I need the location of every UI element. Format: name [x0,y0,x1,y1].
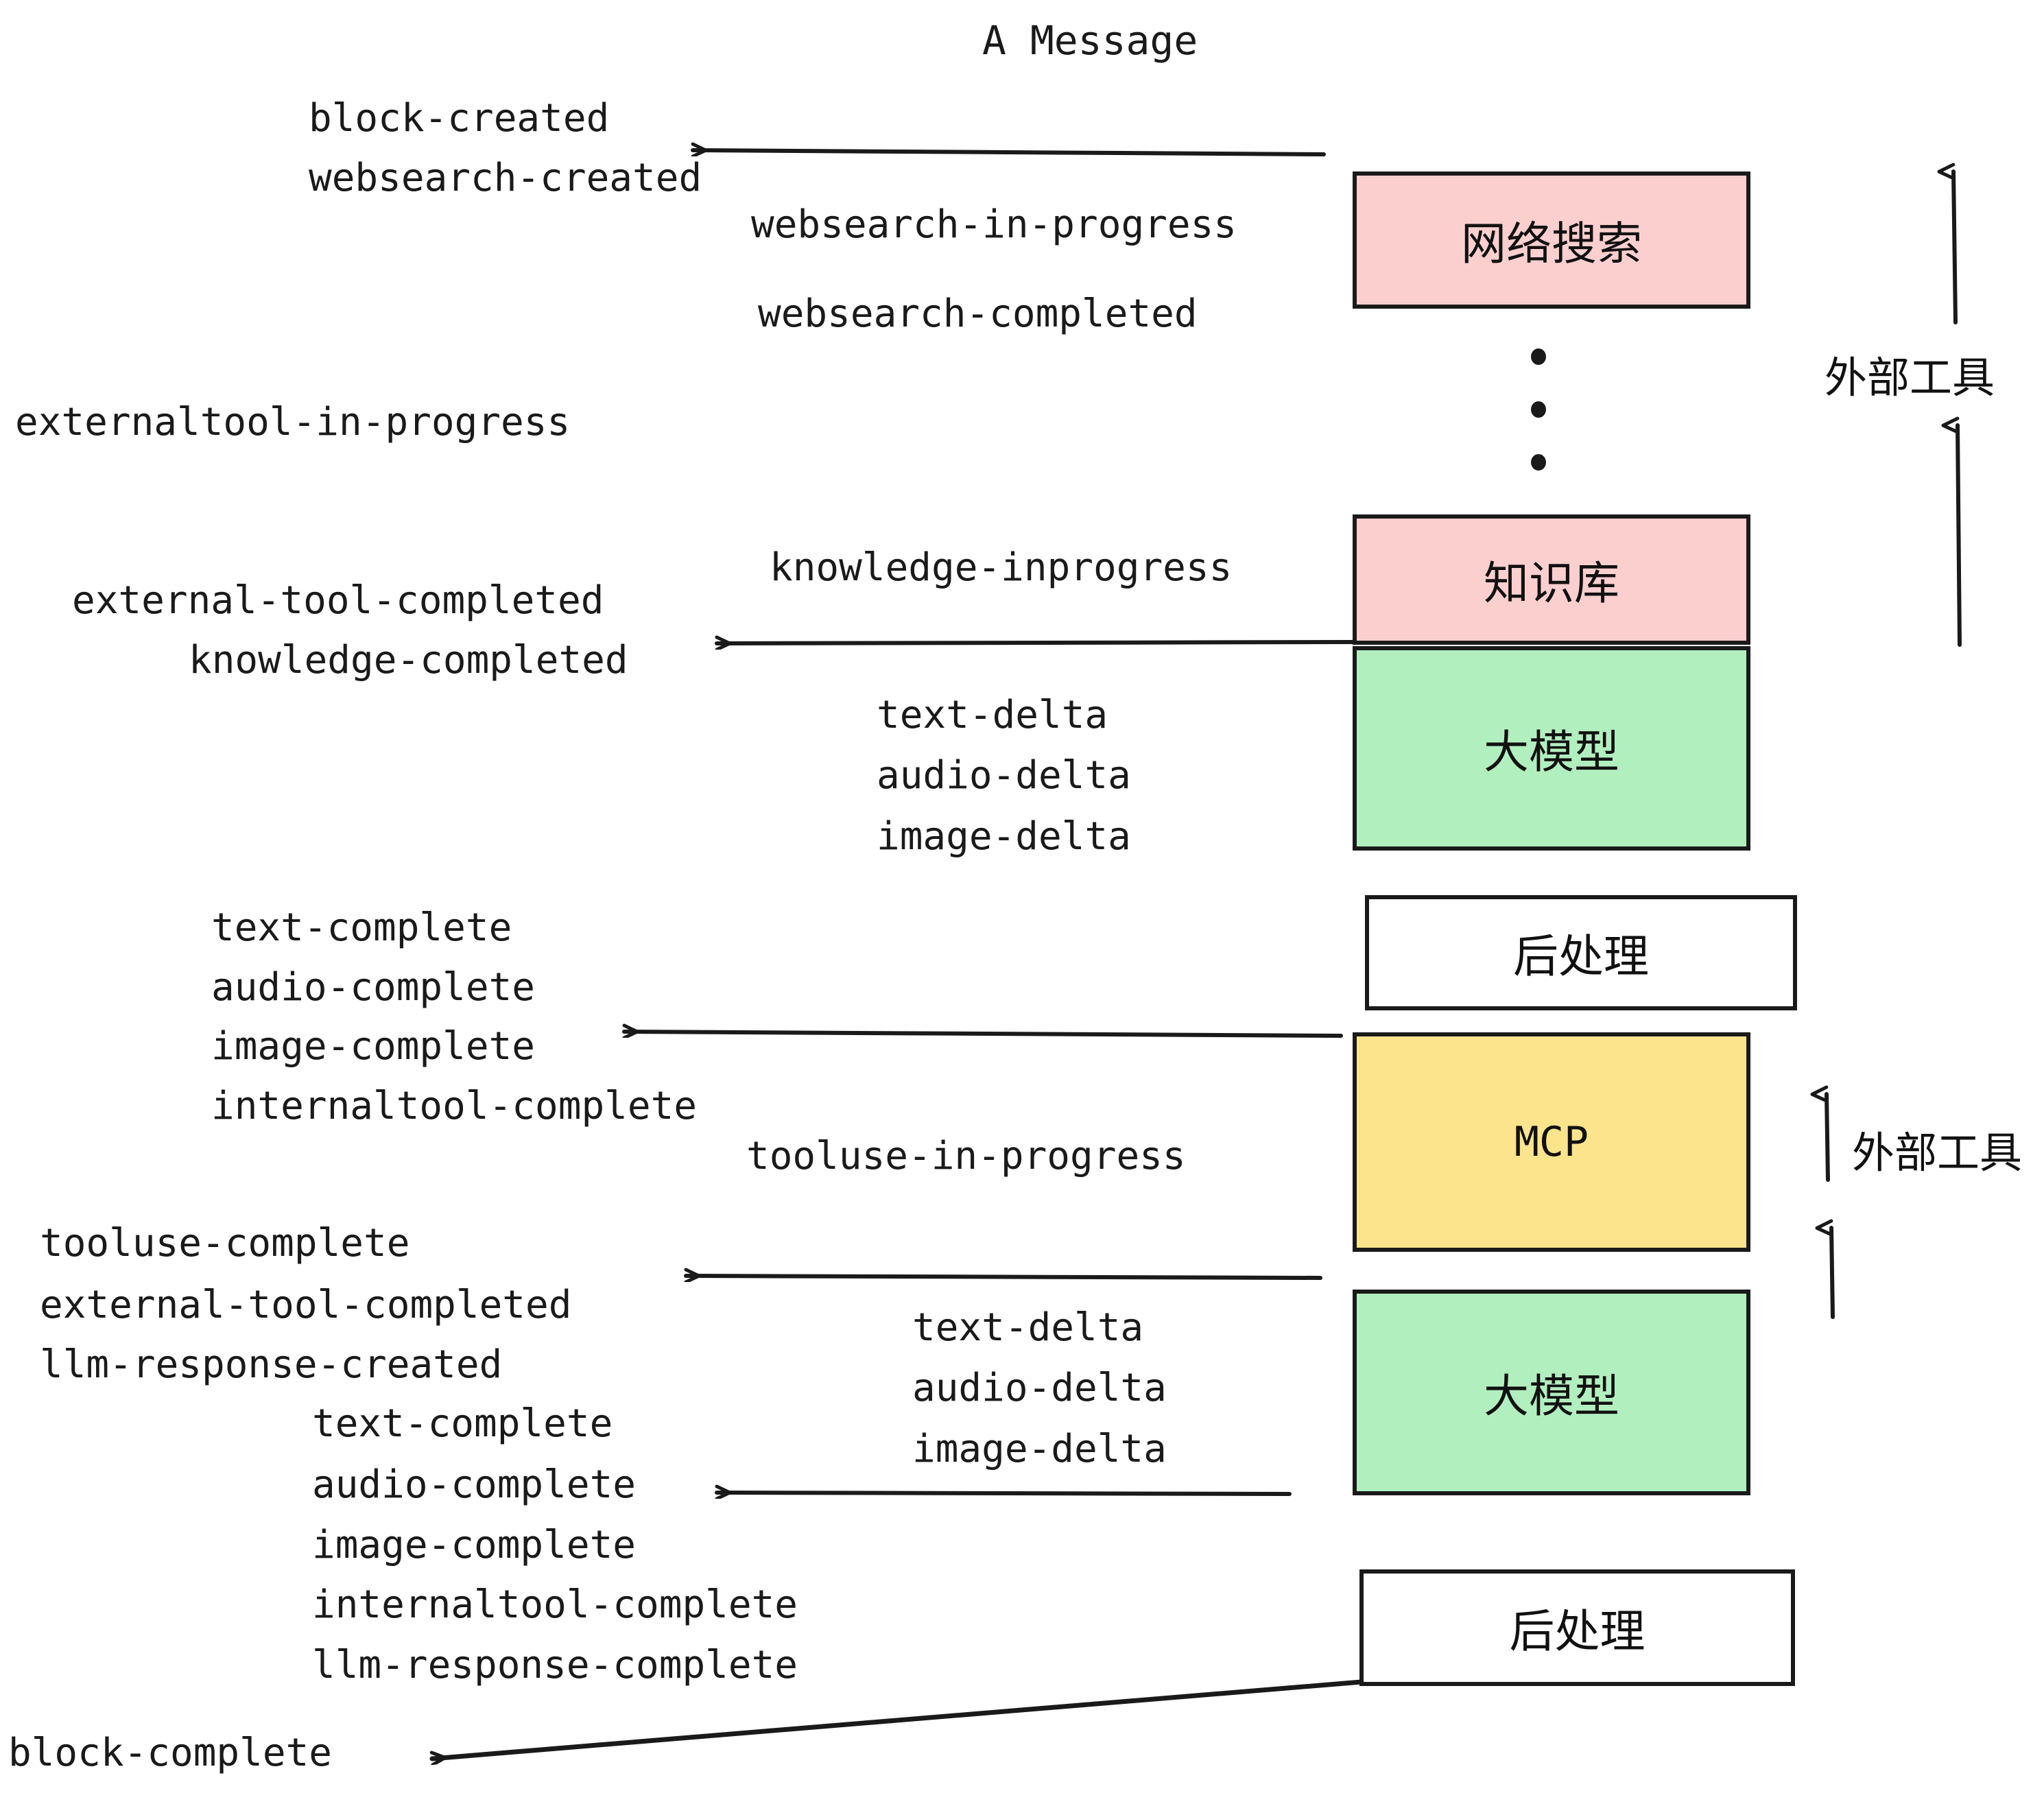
arrow-block-complete [429,1679,1364,1759]
box-llm-1[interactable]: 大模型 [1353,646,1750,851]
event-external-tool-completed-1: external-tool-completed [72,578,604,623]
event-text-complete-2: text-complete [312,1401,613,1446]
box-mcp[interactable]: MCP [1353,1032,1750,1252]
event-text-delta-2: text-delta [912,1305,1144,1350]
event-image-complete-2: image-complete [312,1523,637,1567]
box-llm-2[interactable]: 大模型 [1353,1290,1750,1495]
arrow-image-complete [622,1032,1343,1036]
box-knowledge-label: 知识库 [1484,557,1619,610]
event-internaltool-complete-2: internaltool-complete [312,1582,798,1627]
event-internaltool-complete-1: internaltool-complete [211,1084,698,1128]
event-block-complete: block-complete [8,1731,333,1775]
arrow-knowledge-completed [715,642,1357,643]
event-websearch-completed: websearch-completed [758,292,1198,336]
box-postprocess-2[interactable]: 后处理 [1359,1569,1795,1686]
box-mcp-label: MCP [1514,1118,1589,1166]
external-tools-bottom-arrows [1827,1094,1835,1319]
box-llm-2-label: 大模型 [1484,1370,1619,1423]
ellipsis-dot-2 [1531,401,1546,418]
event-audio-delta-2: audio-delta [912,1366,1167,1410]
ellipsis-dot-1 [1531,348,1546,365]
arrow-audio-complete [715,1493,1292,1494]
box-postprocess-2-label: 后处理 [1509,1605,1645,1658]
external-tools-label-top: 外部工具 [1825,353,1995,403]
event-block-created: block-created [309,96,610,141]
event-websearch-in-progress: websearch-in-progress [751,202,1237,247]
event-externaltool-in-progress: externaltool-in-progress [15,400,571,444]
event-external-tool-completed-2: external-tool-completed [40,1283,572,1327]
event-tooluse-in-progress: tooluse-in-progress [746,1134,1186,1178]
event-llm-response-complete: llm-response-complete [312,1643,798,1687]
event-image-complete-1: image-complete [211,1024,536,1069]
event-text-delta-1: text-delta [877,693,1108,737]
box-websearch-label: 网络搜索 [1461,217,1642,270]
event-text-complete-1: text-complete [211,905,512,950]
event-knowledge-completed: knowledge-completed [189,638,628,683]
box-postprocess-1[interactable]: 后处理 [1365,895,1797,1010]
external-tools-label-bottom: 外部工具 [1852,1128,2023,1178]
event-audio-complete-1: audio-complete [211,965,536,1010]
event-image-delta-2: image-delta [912,1427,1167,1471]
box-websearch[interactable]: 网络搜索 [1353,171,1750,309]
event-llm-response-created: llm-response-created [40,1342,503,1387]
arrow-block-created [691,150,1326,154]
arrow-tooluse-complete [684,1276,1322,1278]
event-image-delta-1: image-delta [877,814,1131,859]
ellipsis-dot-3 [1531,454,1546,471]
event-audio-complete-2: audio-complete [312,1462,637,1507]
box-knowledge[interactable]: 知识库 [1353,514,1750,645]
external-tools-top-arrows [1953,171,1962,647]
event-websearch-created: websearch-created [309,156,702,200]
box-postprocess-1-label: 后处理 [1513,930,1649,983]
page-title: A Message [982,17,1198,64]
event-audio-delta-1: audio-delta [877,753,1131,798]
box-llm-1-label: 大模型 [1484,726,1619,779]
event-tooluse-complete: tooluse-complete [40,1221,410,1266]
event-knowledge-inprogress: knowledge-inprogress [770,545,1233,590]
